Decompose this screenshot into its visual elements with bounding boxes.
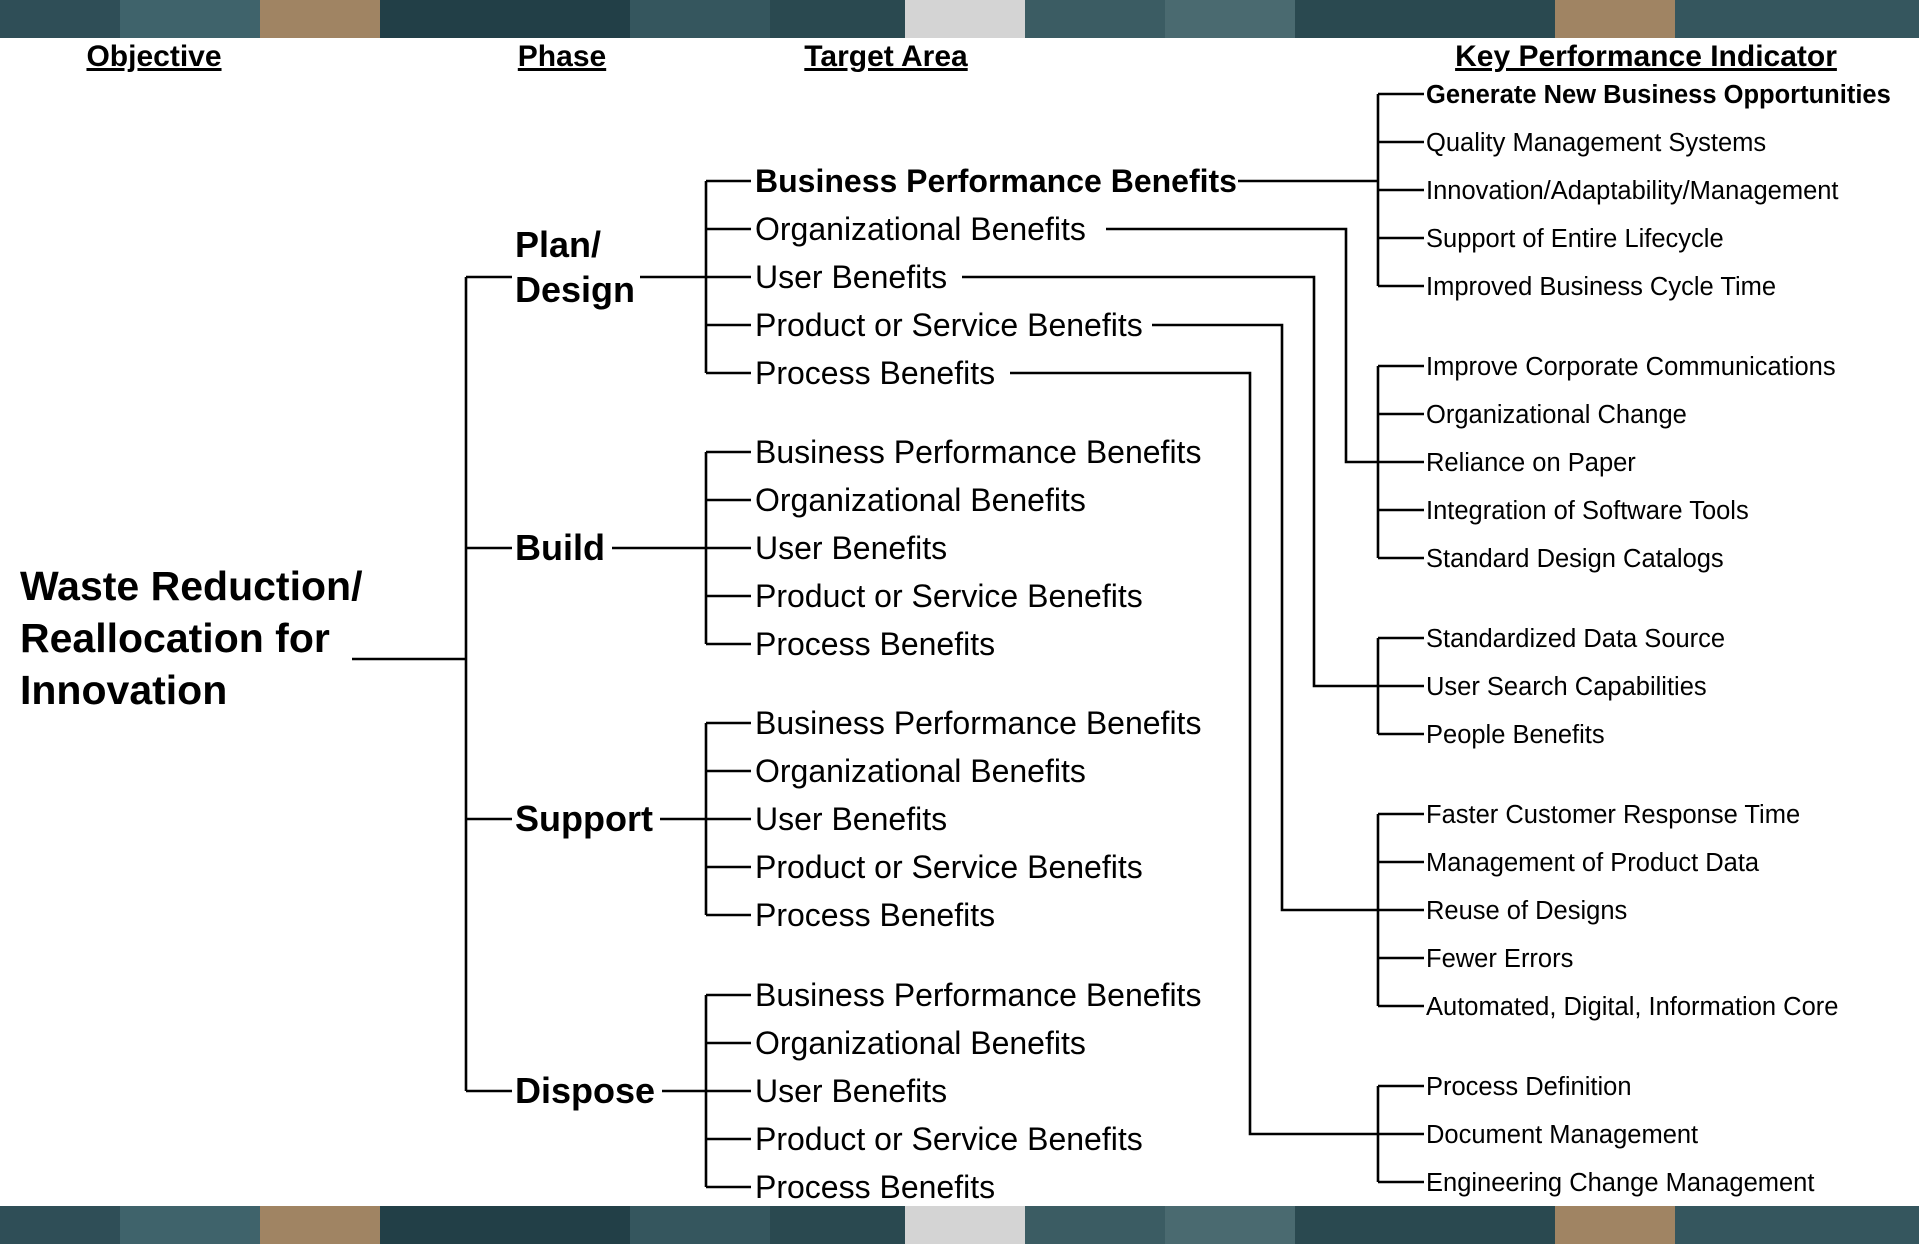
route-product-service	[1152, 323, 1378, 912]
band-segment	[1165, 0, 1295, 38]
kpi-label: People Benefits	[1426, 721, 1605, 749]
kpi-label: Support of Entire Lifecycle	[1426, 225, 1724, 253]
kpi-label: User Search Capabilities	[1426, 673, 1707, 701]
band-segment	[630, 1206, 770, 1244]
band-segment	[380, 0, 630, 38]
band-segment	[1675, 1206, 1919, 1244]
target-area-label: Business Performance Benefits	[755, 977, 1201, 1013]
target-area-label: Organizational Benefits	[755, 482, 1086, 518]
kpi-label: Generate New Business Opportunities	[1426, 81, 1891, 109]
band-segment	[380, 1206, 630, 1244]
phase-label: Dispose	[515, 1070, 655, 1111]
kpi-label: Standardized Data Source	[1426, 625, 1725, 653]
band-segment	[120, 1206, 260, 1244]
diagram-labels: Waste Reduction/Reallocation forInnovati…	[20, 81, 1891, 1205]
band-segment	[905, 1206, 1025, 1244]
band-segment	[1555, 1206, 1675, 1244]
target-area-label: Process Benefits	[755, 1169, 995, 1205]
target-area-label: Organizational Benefits	[755, 753, 1086, 789]
target-area-label: Process Benefits	[755, 626, 995, 662]
kpi-label: Engineering Change Management	[1426, 1169, 1814, 1197]
band-segment	[905, 0, 1025, 38]
band-segment	[1025, 1206, 1165, 1244]
route-organizational	[1106, 227, 1378, 464]
route-user	[962, 275, 1378, 688]
target-area-label: Process Benefits	[755, 355, 995, 391]
objective-label: Innovation	[20, 667, 227, 713]
header-target-area: Target Area	[804, 40, 968, 73]
connector-lines	[352, 92, 1424, 1189]
phase-label: Design	[515, 269, 635, 310]
band-segment	[1675, 0, 1919, 38]
top-decorative-band	[0, 0, 1919, 38]
target-area-label: Product or Service Benefits	[755, 307, 1143, 343]
target-area-label: User Benefits	[755, 530, 947, 566]
kpi-label: Reuse of Designs	[1426, 897, 1627, 925]
kpi-label: Fewer Errors	[1426, 945, 1573, 973]
target-area-label: Organizational Benefits	[755, 1025, 1086, 1061]
kpi-label: Innovation/Adaptability/Management	[1426, 177, 1839, 205]
target-area-label: Organizational Benefits	[755, 211, 1086, 247]
kpi-label: Process Definition	[1426, 1073, 1632, 1101]
band-segment	[770, 1206, 905, 1244]
target-area-label: User Benefits	[755, 801, 947, 837]
objective-label: Waste Reduction/	[20, 563, 362, 609]
band-segment	[1025, 0, 1165, 38]
header-objective: Objective	[86, 40, 221, 73]
kpi-label: Integration of Software Tools	[1426, 497, 1749, 525]
kpi-label: Faster Customer Response Time	[1426, 801, 1800, 829]
target-area-label: Product or Service Benefits	[755, 849, 1143, 885]
phase-label: Build	[515, 527, 605, 568]
kpi-label: Reliance on Paper	[1426, 449, 1636, 477]
header-kpi: Key Performance Indicator	[1455, 40, 1837, 73]
objective-label: Reallocation for	[20, 615, 330, 661]
route-process	[1010, 371, 1378, 1136]
target-area-label: Business Performance Benefits	[755, 163, 1237, 199]
band-segment	[630, 0, 770, 38]
target-area-label: Business Performance Benefits	[755, 434, 1201, 470]
kpi-label: Standard Design Catalogs	[1426, 545, 1724, 573]
target-area-label: User Benefits	[755, 1073, 947, 1109]
band-segment	[0, 1206, 120, 1244]
kpi-label: Automated, Digital, Information Core	[1426, 993, 1838, 1021]
band-segment	[120, 0, 260, 38]
band-segment	[770, 0, 905, 38]
band-segment	[260, 0, 380, 38]
kpi-label: Document Management	[1426, 1121, 1698, 1149]
phase-label: Plan/	[515, 224, 601, 265]
target-area-label: Product or Service Benefits	[755, 578, 1143, 614]
band-segment	[1555, 0, 1675, 38]
kpi-label: Management of Product Data	[1426, 849, 1760, 877]
band-segment	[260, 1206, 380, 1244]
kpi-label: Quality Management Systems	[1426, 129, 1766, 157]
band-segment	[1295, 0, 1555, 38]
target-area-label: Business Performance Benefits	[755, 705, 1201, 741]
bottom-decorative-band	[0, 1206, 1919, 1244]
band-segment	[1295, 1206, 1555, 1244]
target-area-label: Product or Service Benefits	[755, 1121, 1143, 1157]
target-area-label: Process Benefits	[755, 897, 995, 933]
kpi-label: Improved Business Cycle Time	[1426, 273, 1776, 301]
band-segment	[1165, 1206, 1295, 1244]
kpi-label: Organizational Change	[1426, 401, 1687, 429]
header-phase: Phase	[518, 40, 606, 73]
target-area-label: User Benefits	[755, 259, 947, 295]
band-segment	[0, 0, 120, 38]
phase-label: Support	[515, 798, 653, 839]
kpi-label: Improve Corporate Communications	[1426, 353, 1836, 381]
